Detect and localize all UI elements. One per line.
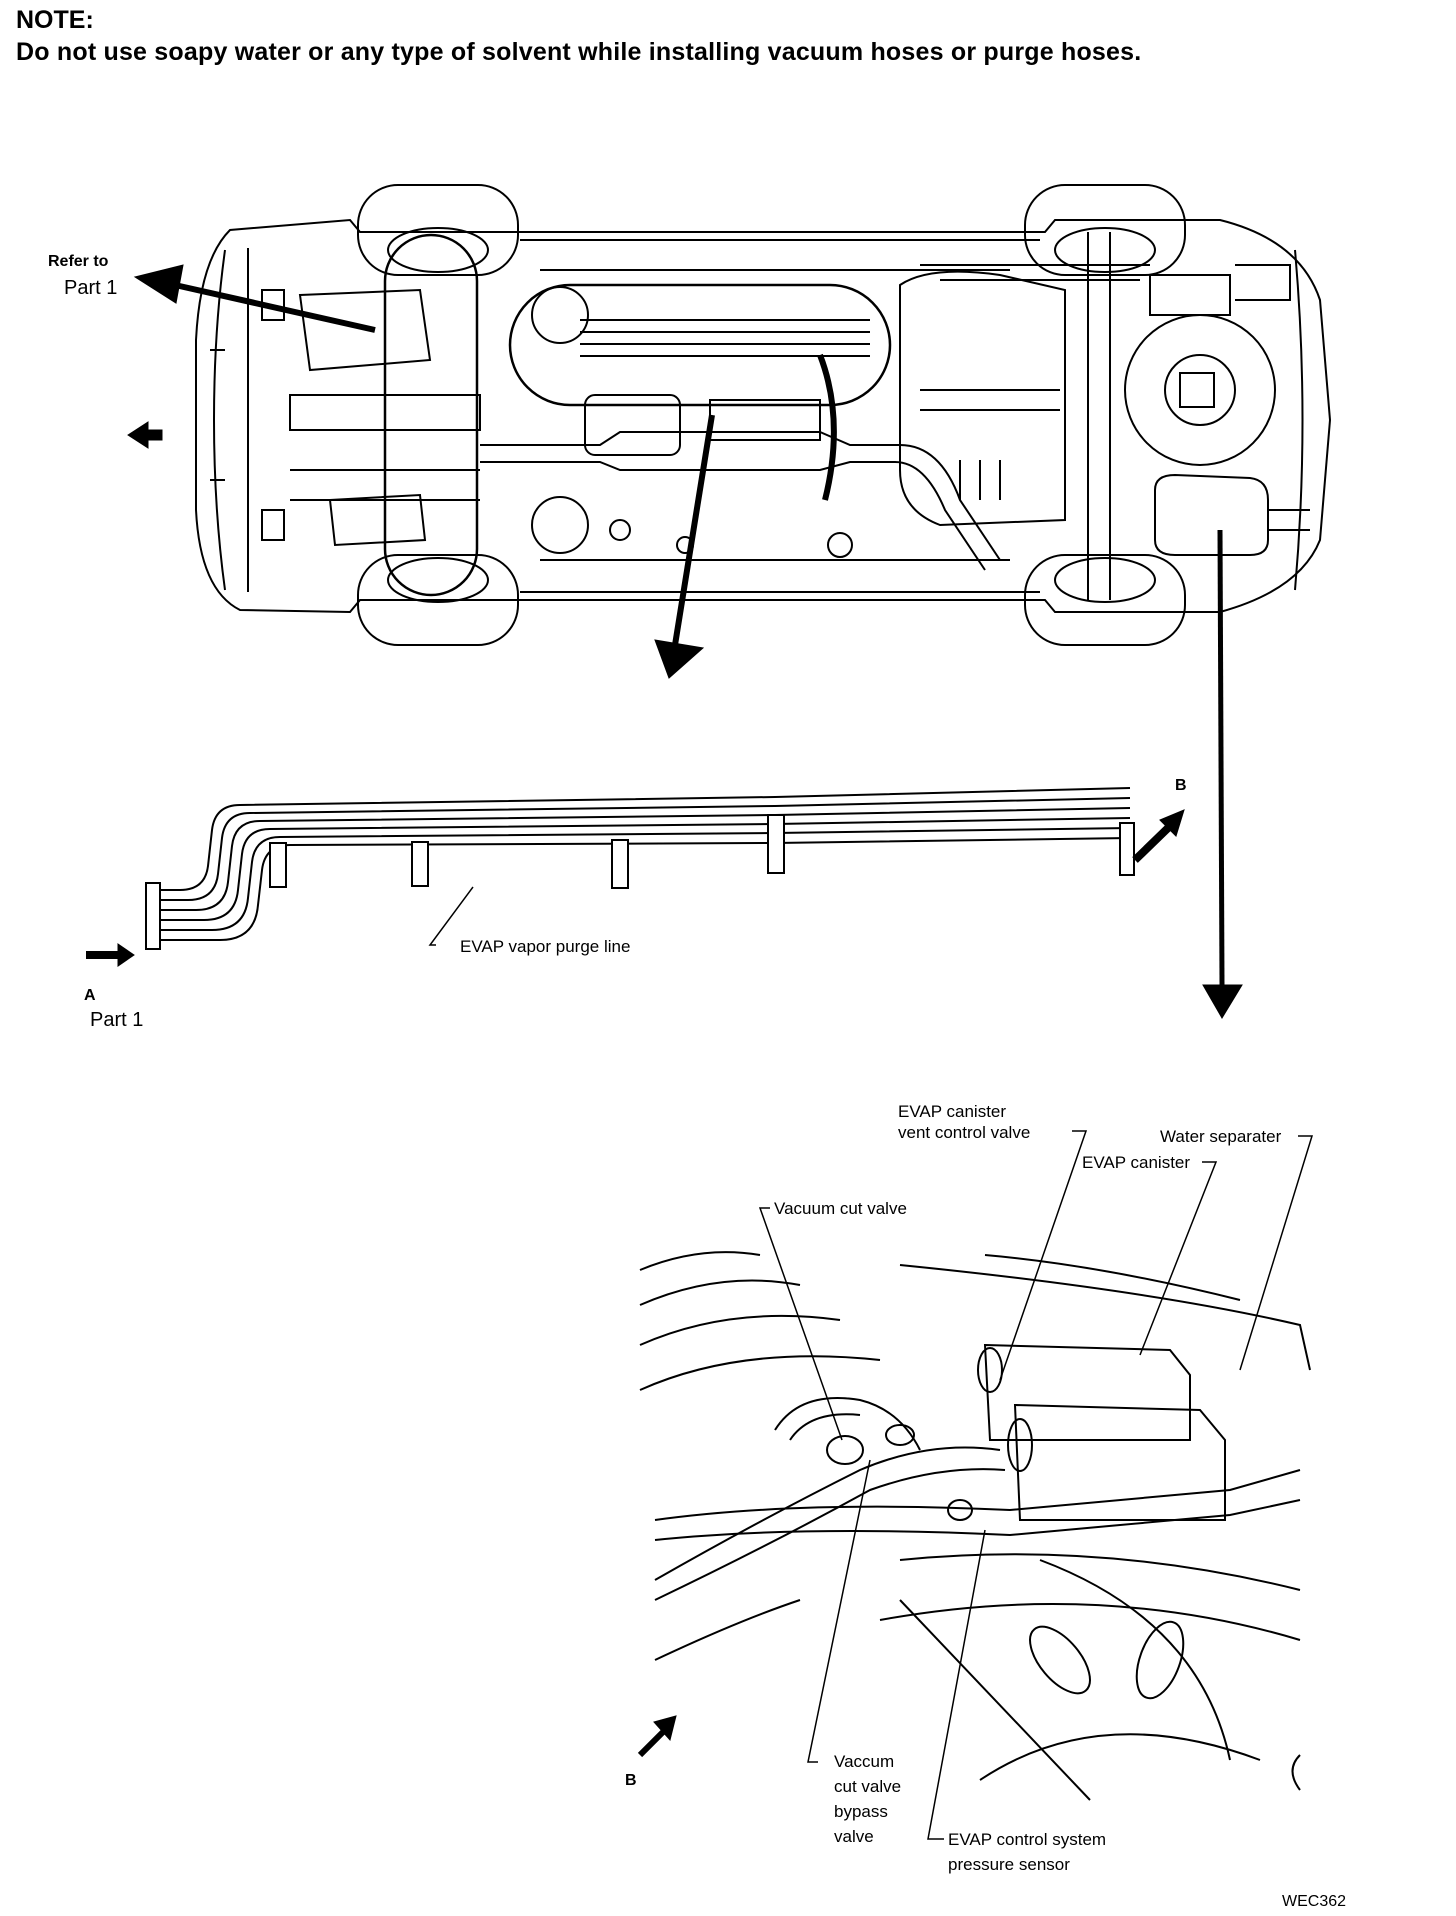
front-direction-arrow (127, 421, 163, 449)
body-outline (195, 218, 1332, 614)
wheel-rear-left (1024, 184, 1186, 276)
bypass-label-3: bypass (834, 1802, 888, 1821)
rear-muffler (1154, 473, 1269, 556)
tire-outline (899, 1553, 1301, 1591)
canister-body-1 (983, 1343, 1191, 1441)
leader-lines (758, 1130, 1314, 1840)
water-separater-label: Water separater (1160, 1127, 1282, 1146)
vacuum-cut-valve (826, 1435, 864, 1465)
note-title: NOTE: (16, 6, 94, 34)
refer-part1-arrow (174, 282, 376, 333)
wheel-rear-right (1024, 554, 1186, 646)
connector-a (145, 882, 161, 950)
evap-vapor-purge-line (145, 787, 1135, 950)
marker-a: A (84, 987, 96, 1004)
vent-valve-label-1: EVAP canister (898, 1102, 1006, 1121)
canister-body-2 (1013, 1403, 1226, 1521)
exhaust-pipe (480, 431, 1001, 561)
spare-tire-well (1124, 314, 1276, 466)
wheel-front-right (357, 554, 519, 646)
clip-3 (611, 839, 629, 889)
bypass-label-2: cut valve (834, 1777, 901, 1796)
vent-valve-label-2: vent control valve (898, 1123, 1030, 1142)
connector-b (1119, 822, 1135, 876)
purge-line-callout-arrow (672, 414, 715, 646)
canister-callout-arrow (1217, 529, 1225, 986)
clip-4 (767, 814, 785, 874)
clip-2 (411, 841, 429, 887)
bypass-label-4: valve (834, 1827, 874, 1846)
purge-line-label: EVAP vapor purge line (460, 937, 630, 956)
sensor-label-2: pressure sensor (948, 1855, 1070, 1874)
detail-arrow-b (637, 1715, 677, 1758)
purge-line-markers (86, 809, 1185, 967)
fuel-tank (899, 270, 1066, 527)
vehicle-underside-view (195, 184, 1332, 646)
marker-b-top: B (1175, 777, 1187, 794)
canister-label: EVAP canister (1082, 1153, 1190, 1172)
refer-part1-label: Part 1 (64, 277, 117, 299)
vacuum-cut-valve-label: Vacuum cut valve (774, 1199, 907, 1218)
callout-arrows (127, 264, 1243, 1019)
note-text: Do not use soapy water or any type of so… (16, 38, 1142, 66)
wheel-front-left (357, 184, 519, 276)
marker-b-detail: B (625, 1772, 637, 1789)
bypass-label-1: Vaccum (834, 1752, 894, 1771)
canister-detail-view (639, 1251, 1311, 1801)
outlet-arrow-b (1132, 825, 1171, 863)
part1-label: Part 1 (90, 1009, 143, 1031)
purge-line-highlight (508, 283, 892, 407)
front-axle-highlight (383, 233, 479, 597)
figure-code: WEC362 (1282, 1893, 1346, 1910)
sensor-label-1: EVAP control system (948, 1830, 1106, 1849)
purge-hose (654, 1446, 1001, 1581)
clip-1 (269, 842, 287, 888)
refer-to-label: Refer to (48, 253, 109, 270)
